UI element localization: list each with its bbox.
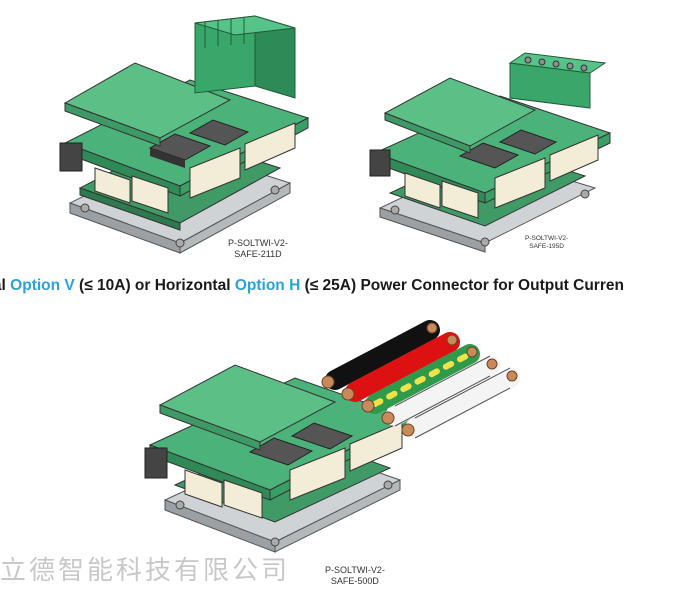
board1-label-line1: P-SOLTWI-V2- [228, 238, 288, 248]
caption-text-2: (≤ 10A) or Horizontal [74, 277, 235, 294]
board2-part-label: P-SOLTWI-V2- SAFE-195D [525, 235, 568, 251]
board3-part-label: P-SOLTWI-V2- SAFE-500D [325, 565, 385, 587]
power-connector-caption: ical Option V (≤ 10A) or Horizontal Opti… [0, 277, 695, 295]
board2-label-line2: SAFE-195D [529, 243, 564, 250]
board1-label-line2: SAFE-211D [234, 249, 282, 259]
board-image-horizontal-option [369, 52, 612, 253]
caption-text-1: ical [0, 277, 6, 294]
board-image-vertical-option [59, 15, 310, 254]
company-watermark: 立德智能科技有限公司 [0, 556, 291, 586]
board3-label-line2: SAFE-500D [330, 576, 379, 586]
caption-option-h: Option H [234, 277, 301, 294]
board3-label-line1: P-SOLTWI-V2- [325, 565, 385, 575]
caption-text-3: (≤ 25A) Power Connector for Output Curre… [300, 277, 624, 294]
board1-part-label: P-SOLTWI-V2- SAFE-211D [228, 238, 288, 260]
board2-label-line1: P-SOLTWI-V2- [525, 235, 569, 242]
caption-option-v: Option V [10, 277, 75, 294]
board-image-cable-option [144, 320, 520, 553]
